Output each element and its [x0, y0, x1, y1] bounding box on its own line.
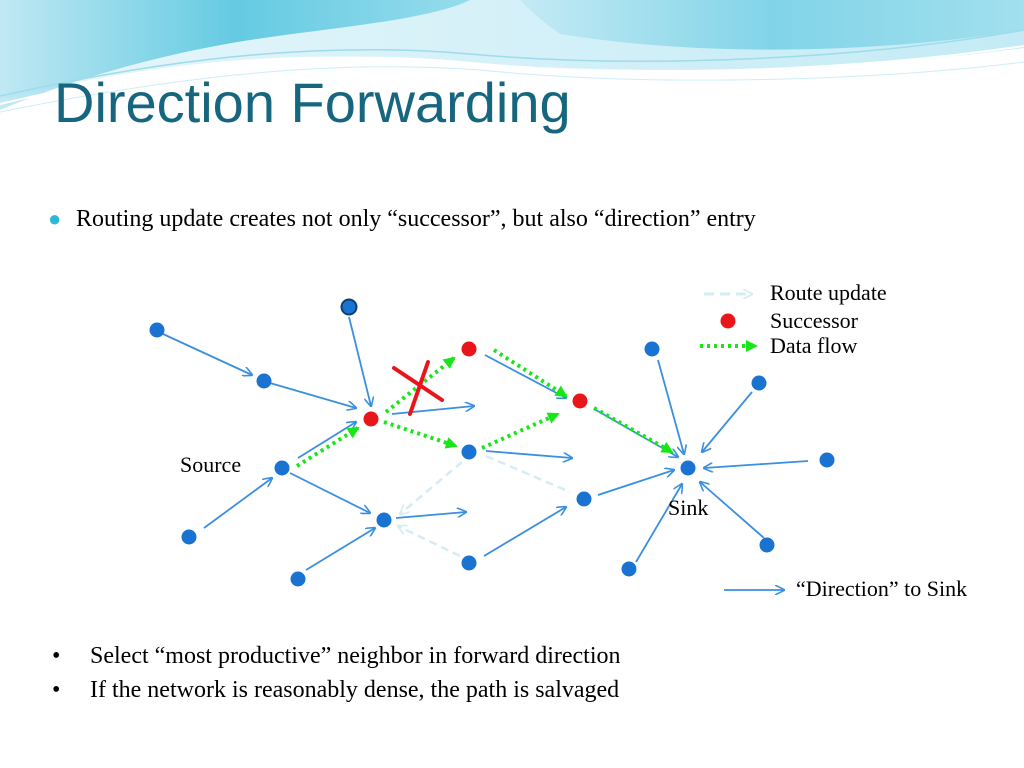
point-text: Select “most productive” neighbor in for…: [90, 643, 621, 669]
direction-arrow: [391, 406, 474, 415]
node: [376, 512, 392, 528]
direction-arrow: [485, 450, 572, 458]
direction-arrow: [305, 528, 375, 571]
route-update-link: [398, 526, 461, 558]
direction-arrow: [704, 460, 809, 468]
successor-node: [363, 411, 379, 427]
point-text: If the network is reasonably dense, the …: [90, 677, 620, 703]
main-bullet-text: Routing update creates not only “success…: [76, 206, 756, 232]
legend-direction: “Direction” to Sink: [796, 576, 967, 601]
direction-arrow: [597, 470, 674, 496]
node: [461, 555, 477, 571]
node: [621, 561, 637, 577]
data-flow-arrow: [481, 412, 560, 450]
data-flow-arrow: [383, 420, 458, 449]
node: [181, 529, 197, 545]
direction-arrow: [297, 422, 356, 459]
direction-arrow: [395, 512, 466, 519]
direction-arrow: [657, 359, 684, 454]
legend: Route update Successor Data flow “Direct…: [700, 280, 967, 601]
node: [644, 341, 660, 357]
node: [461, 444, 477, 460]
successor-node: [572, 393, 588, 409]
node: [751, 375, 767, 391]
direction-arrow: [348, 316, 371, 406]
node: [149, 322, 165, 338]
legend-data-flow: Data flow: [770, 333, 857, 358]
legend-route-update: Route update: [770, 280, 887, 305]
legend-successor: Successor: [770, 308, 859, 333]
direction-arrows: [162, 316, 809, 571]
direction-arrow: [203, 478, 272, 529]
nodes: [149, 298, 835, 587]
source-label: Source: [180, 452, 241, 477]
route-update-link: [485, 454, 571, 494]
sink-node: [680, 460, 696, 476]
successor-node: [461, 341, 477, 357]
broken-link-icon: [392, 360, 444, 416]
bullet-mark: •: [52, 643, 61, 669]
direction-arrow: [702, 391, 753, 452]
direction-arrow: [635, 484, 682, 563]
direction-arrow: [700, 482, 765, 539]
direction-arrow: [162, 333, 252, 375]
direction-arrow: [269, 382, 356, 408]
direction-arrow: [483, 507, 566, 557]
node: [759, 537, 775, 553]
data-flow-arrow: [295, 426, 360, 468]
data-flow-arrow: [593, 406, 674, 454]
slide-title: Direction Forwarding: [54, 71, 571, 134]
node: [819, 452, 835, 468]
successor-swatch: [720, 313, 736, 329]
node: [256, 373, 272, 389]
bullet-dot-icon: ●: [48, 206, 62, 231]
source-node: [274, 460, 290, 476]
direction-arrow: [289, 472, 370, 513]
route-update-link: [400, 461, 463, 514]
direction-arrow: [484, 354, 566, 398]
sink-label: Sink: [668, 495, 708, 520]
node: [576, 491, 592, 507]
bullet-mark: •: [52, 677, 61, 703]
route-update-links: [398, 454, 571, 558]
node-new: [340, 298, 358, 316]
data-flow-arrow: [492, 348, 568, 398]
node: [290, 571, 306, 587]
